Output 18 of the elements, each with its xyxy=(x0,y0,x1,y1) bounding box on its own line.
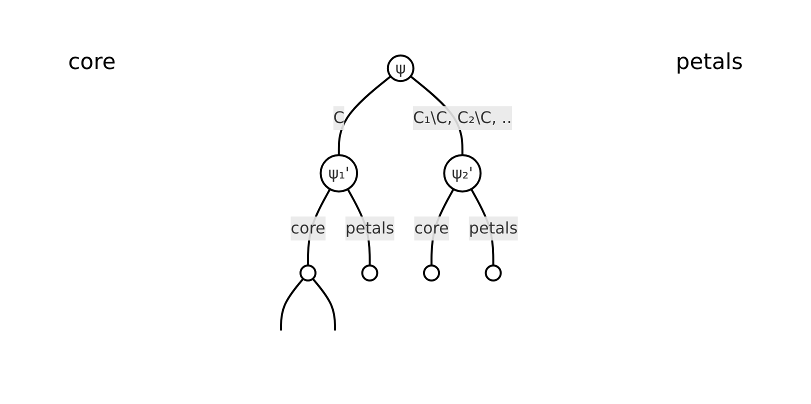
edge-label: C xyxy=(333,108,344,128)
edge-label: petals xyxy=(345,218,394,238)
annotation-label: core xyxy=(67,50,117,75)
node-circle xyxy=(361,264,378,282)
edge-label: petals xyxy=(468,218,518,238)
connector xyxy=(338,76,392,156)
connector xyxy=(280,278,304,330)
node-circle xyxy=(422,264,440,282)
node-circle xyxy=(484,264,502,282)
annotation-label: petals xyxy=(674,50,744,75)
edge-label: core xyxy=(290,218,326,238)
node-circle: ψ₁' xyxy=(320,154,358,192)
edge-label: core xyxy=(414,218,449,238)
node-circle: ψ xyxy=(386,54,414,82)
connector xyxy=(312,278,336,330)
edge-label: C₁\C, C₂\C, .. xyxy=(412,108,512,128)
node-circle: ψ₂' xyxy=(443,154,482,192)
node-circle xyxy=(299,264,316,282)
